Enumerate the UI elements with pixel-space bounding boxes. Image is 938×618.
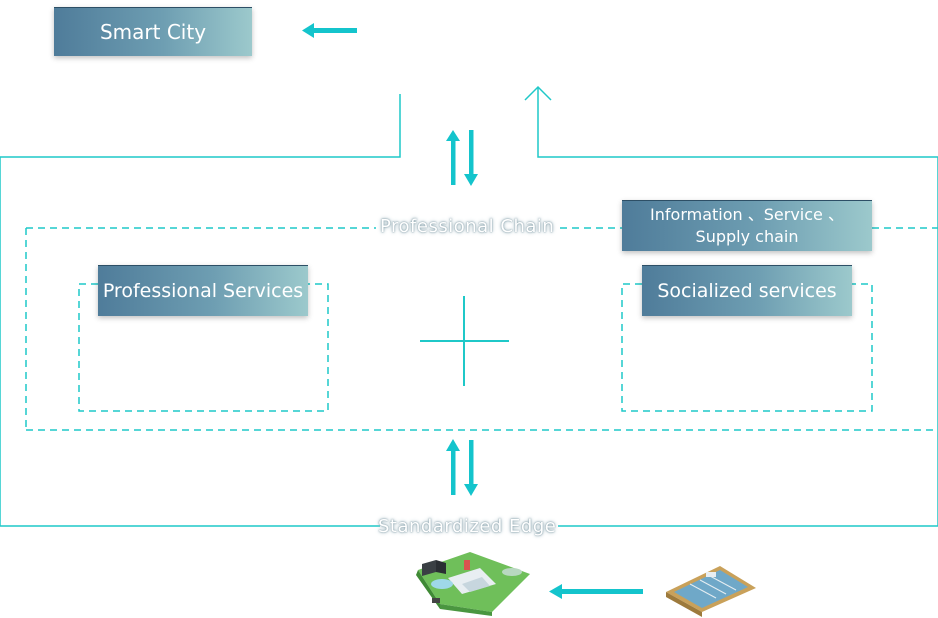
outer-frame-left-path	[0, 94, 401, 527]
smart-city-label: Smart City	[99, 20, 207, 44]
up-arrow-head	[524, 85, 552, 101]
socialized-services-label: Socialized services	[657, 280, 837, 302]
treatment-plant-3d-icon	[416, 552, 530, 616]
information-service-box: Information 、Service 、 Supply chain	[622, 200, 872, 251]
professional-chain-label: Professional Chain	[380, 216, 555, 237]
bidirectional-arrow-icon-top	[446, 130, 478, 186]
information-line-2: Supply chain	[695, 227, 799, 246]
professional-services-box: Professional Services	[98, 265, 308, 316]
professional-services-label: Professional Services	[102, 280, 304, 302]
arrow-left-icon-bottom	[549, 584, 643, 599]
arrow-left-icon-top	[302, 23, 357, 38]
socialized-services-box: Socialized services	[642, 265, 852, 316]
plant-layout-icon	[666, 566, 756, 617]
bidirectional-arrow-icon-bottom	[446, 439, 478, 496]
standardized-edge-label: Standardized Edge	[378, 516, 557, 537]
smart-city-box: Smart City	[54, 7, 252, 56]
professional-services-frame	[78, 283, 329, 412]
outer-frame	[0, 85, 938, 527]
information-line-1: Information 、Service 、	[650, 205, 844, 224]
plus-icon	[420, 296, 509, 386]
inner-dashed-frame	[25, 227, 938, 431]
socialized-services-frame	[621, 283, 873, 412]
outer-frame-right-path	[537, 88, 938, 527]
